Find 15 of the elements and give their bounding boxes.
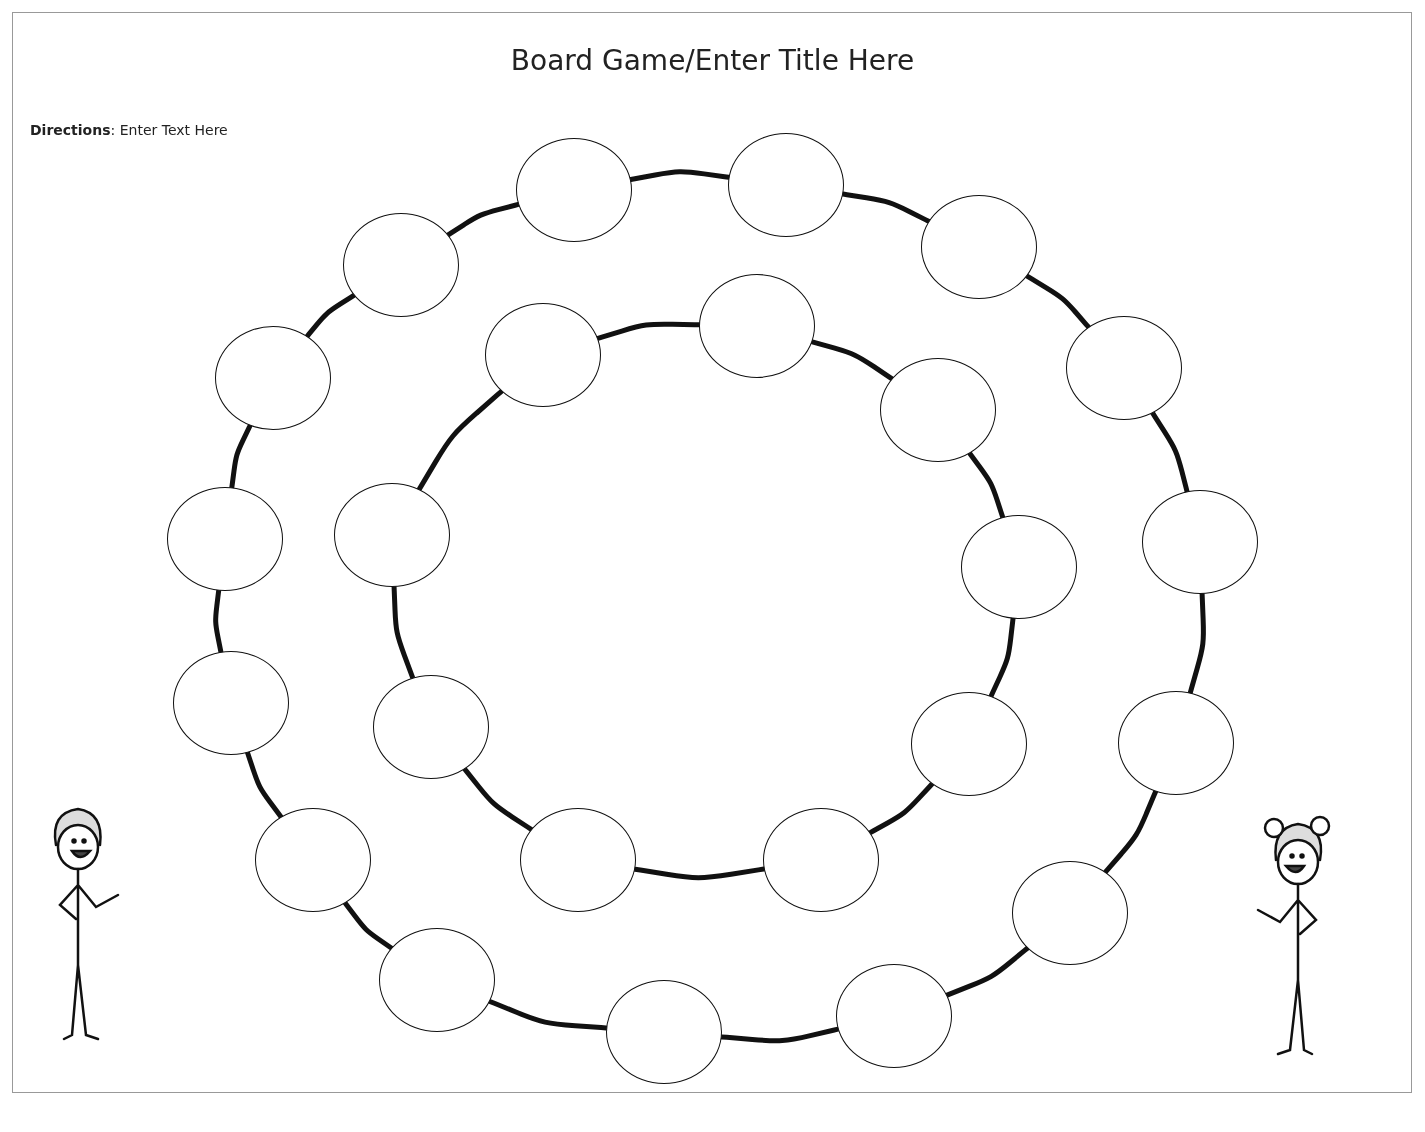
track-line	[1150, 410, 1190, 494]
track-line	[988, 616, 1016, 699]
track-line	[416, 388, 504, 492]
track-line	[445, 201, 521, 238]
track-line	[304, 292, 357, 339]
track-line	[944, 945, 1030, 998]
track-line	[229, 423, 253, 490]
track-line	[462, 766, 534, 832]
directions-text: Directions: Enter Text Here	[30, 122, 228, 138]
title: Board Game/Enter Title Here	[510, 44, 915, 77]
track-line	[809, 339, 895, 382]
track-line	[1024, 273, 1091, 330]
track-line	[487, 998, 609, 1031]
track-line	[342, 900, 394, 951]
track-line	[1103, 789, 1159, 875]
